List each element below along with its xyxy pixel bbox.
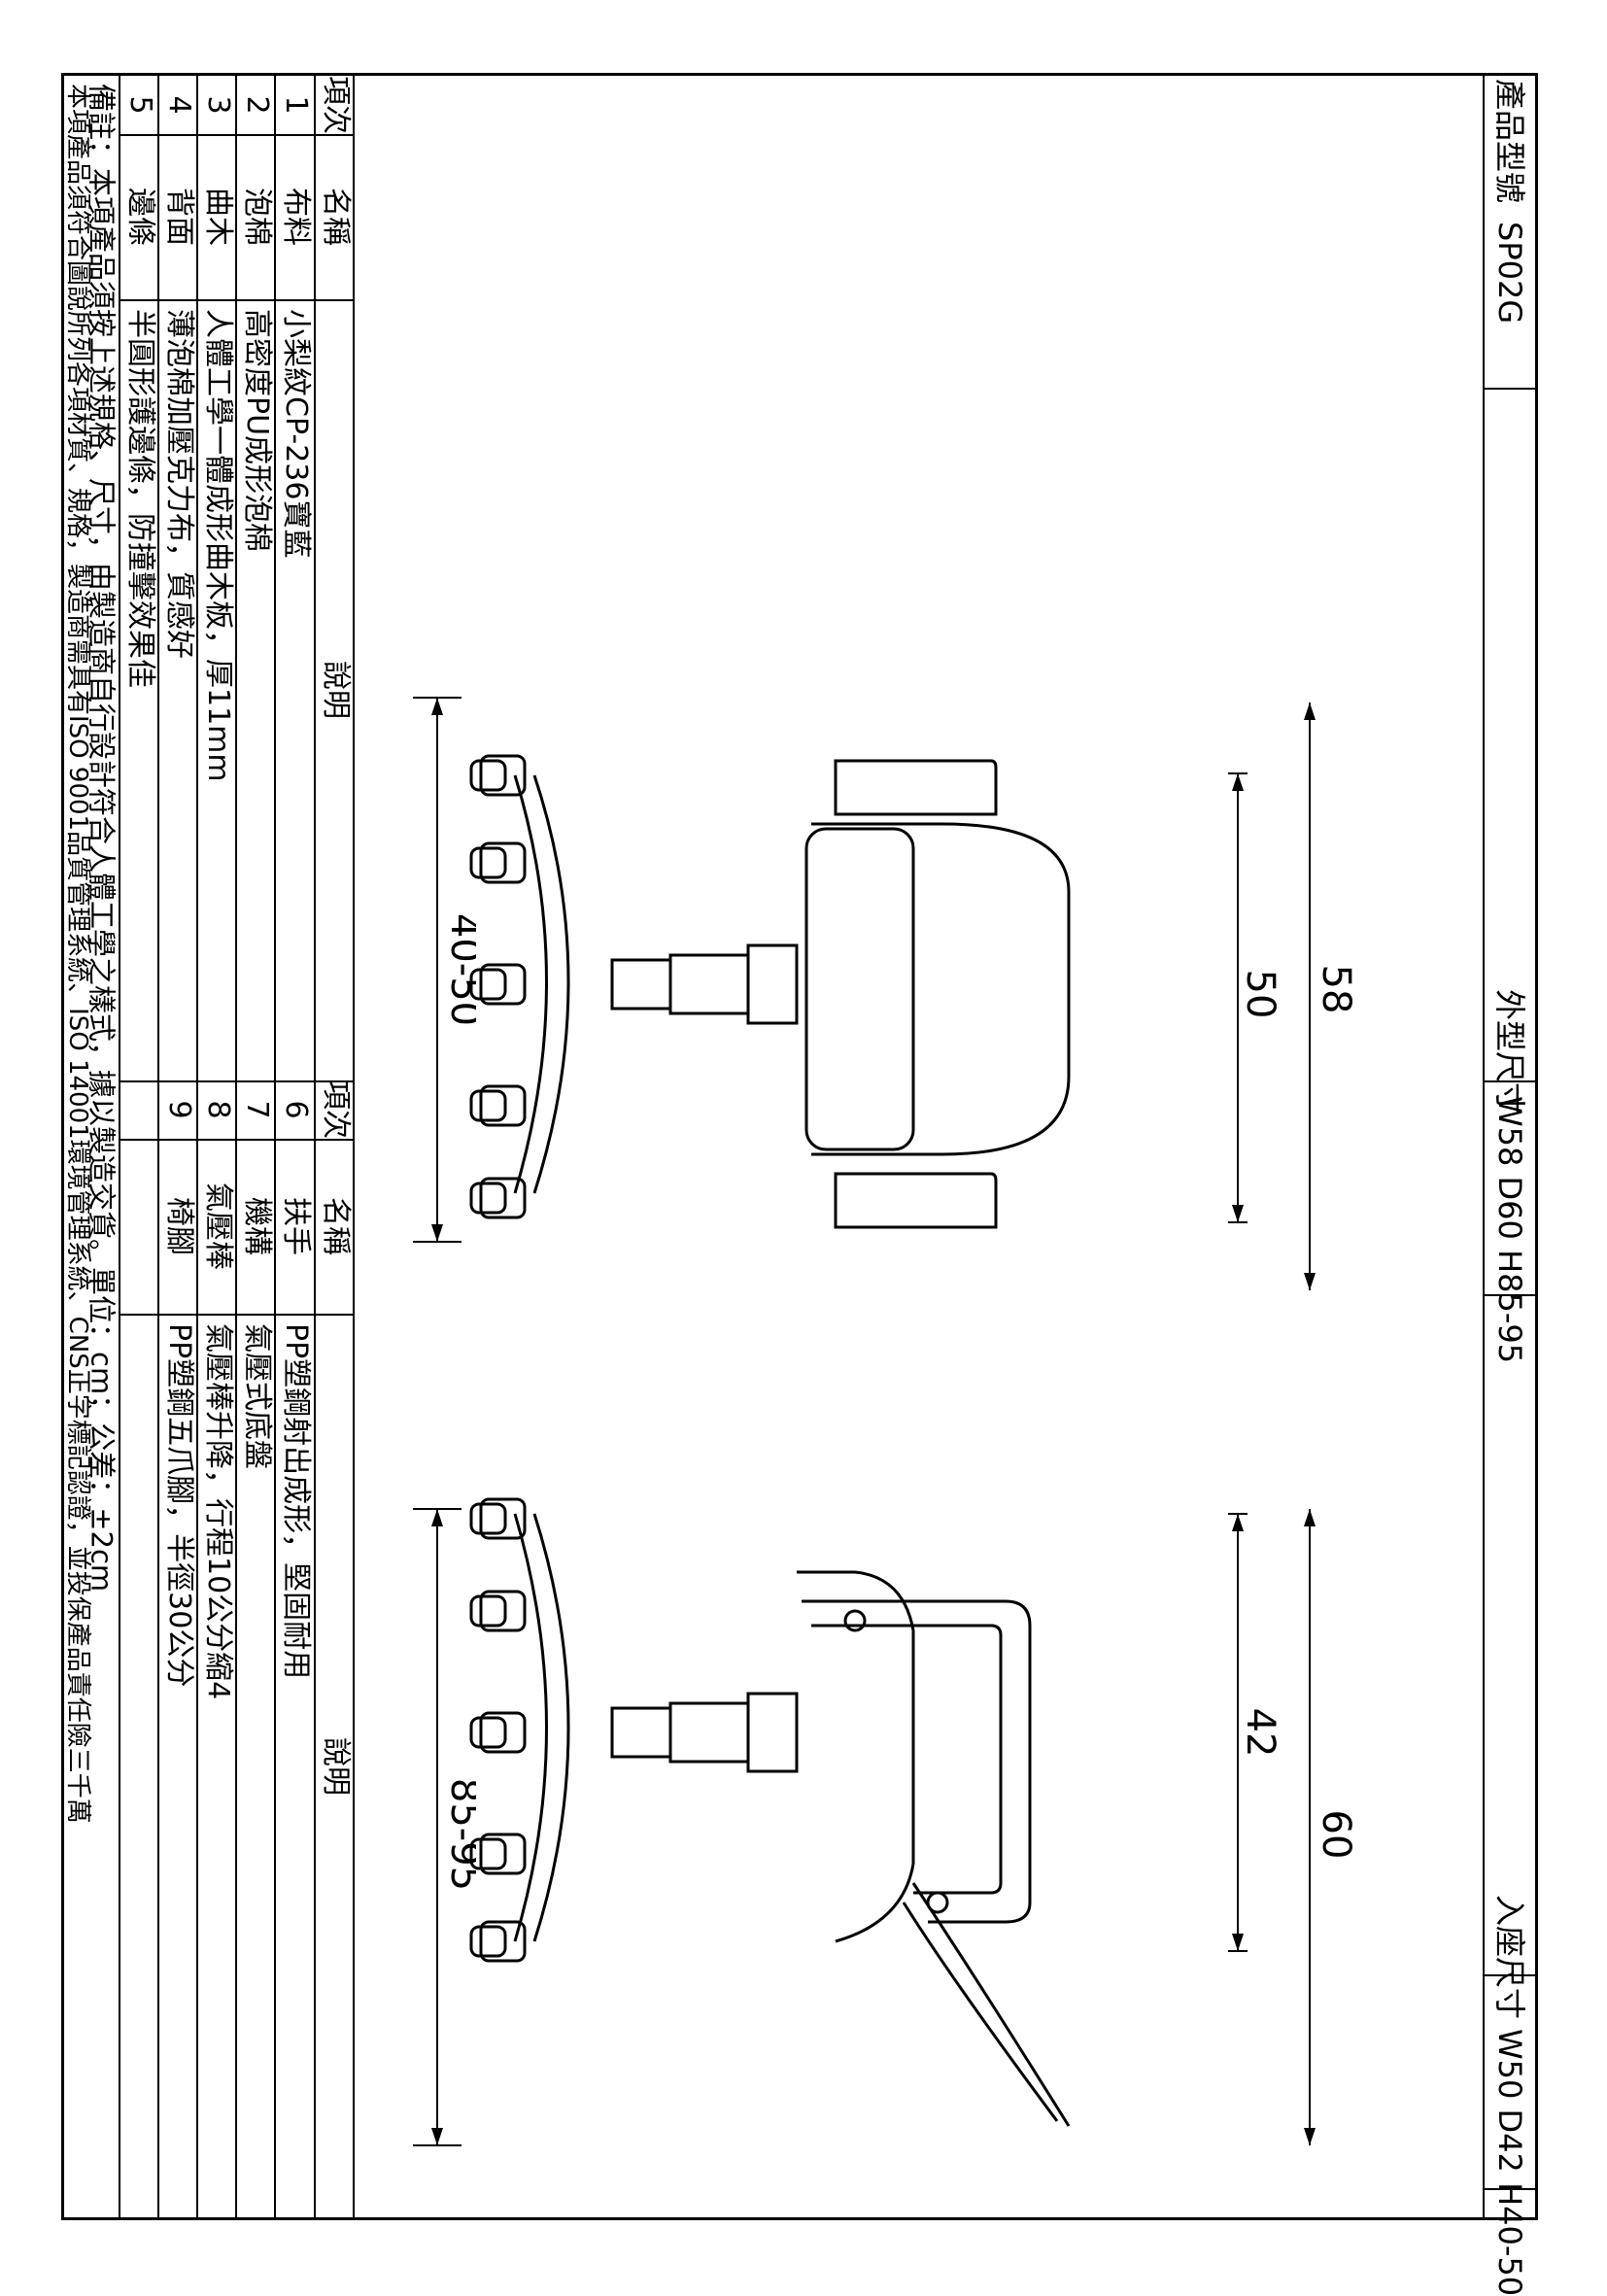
drawing-sheet: 產品型號 SP02G 外型尺寸 W58 D60 H85-95 入座尺寸 W50 … [61,73,1538,2296]
row-no: 1 [279,95,313,115]
row-name: 邊條 [123,188,157,246]
row-name: 背面 [162,188,196,246]
front-seat-dim: 50 [1238,970,1282,1019]
front-base [469,754,799,1219]
row-no: 6 [279,1100,313,1119]
side-depth-dim: 60 [1314,1810,1358,1860]
model-label: 產品型號 [1491,78,1528,204]
table-col-line [120,299,355,301]
seat-size-label: 入座尺寸 [1491,1894,1528,2020]
outer-size-label: 外型尺寸 [1491,988,1528,1114]
th-desc-right: 說明 [319,1737,353,1796]
row-desc: 小梨紋CP-236寶藍 [279,309,313,559]
th-name: 名稱 [319,188,353,246]
row-name: 泡棉 [240,188,274,246]
row-desc: 薄泡棉加壓克力布，質感好 [162,309,196,659]
row-no: 4 [162,95,196,115]
th-no: 項次 [319,76,353,134]
row-name: 椅腳 [162,1197,196,1255]
front-casters [469,754,527,1219]
table-row-line [196,76,198,2217]
row-no: 5 [123,95,157,115]
row-no: 3 [201,95,235,115]
table-col-line [120,1314,355,1316]
row-no: 7 [240,1100,274,1119]
notes-line-2: 本項產品須符合圖說所列各項材質、規格，製造商需具有ISO 9001品質管理系統、… [63,84,92,1824]
row-desc: PP塑鋼射出成形，堅固耐用 [279,1323,313,1680]
table-row-line [157,76,159,2217]
row-no: 2 [240,95,274,115]
front-height-dim: 40-50 [442,913,476,1026]
row-desc: 氣壓式底盤 [240,1323,274,1469]
table-top-line [353,76,355,2217]
header-sep [1485,388,1535,390]
seat-size-value: W50 D42 H40-50 [1491,2029,1528,2296]
table-row-line [274,76,276,2217]
notes-line [119,76,120,2217]
row-no: 8 [201,1100,235,1119]
front-view: 58 50 [804,703,1358,1290]
row-desc: PP塑鋼五爪腳，半徑30公分 [162,1323,196,1688]
row-name: 扶手 [279,1197,313,1255]
chair-bases [469,754,799,1963]
chair-drawings: 58 50 60 42 [797,703,1358,2145]
table-row-line [235,76,237,2217]
table-col-line [120,1139,355,1141]
row-desc: 半圓形護邊條，防撞擊效果佳 [123,309,157,688]
height-dims: 40-50 85-95 [413,697,476,2146]
model-value: SP02G [1491,222,1528,325]
th-desc: 說明 [319,661,353,719]
outer-size-value: W58 D60 H85-95 [1491,1096,1528,1364]
row-desc: 人體工學一體成形曲木板，厚11mm [201,309,235,782]
row-name: 氣壓棒 [201,1182,235,1270]
row-name: 布料 [279,188,313,246]
row-no: 9 [162,1100,196,1119]
front-width-dim: 58 [1314,965,1358,1014]
table-col-line [120,134,355,136]
th-no-right: 項次 [319,1080,353,1139]
side-height-dim: 85-95 [442,1778,476,1891]
side-view: 60 42 [797,1509,1358,2145]
side-base [469,1497,799,1963]
row-name: 曲木 [201,188,235,246]
row-name: 機構 [240,1197,274,1255]
side-seat-dim: 42 [1238,1708,1282,1758]
side-casters [469,1497,527,1963]
row-desc: 氣壓棒升降，行程10公分縮4 [201,1323,235,1700]
th-name-right: 名稱 [319,1197,353,1255]
row-desc: 高密度PU成形泡棉 [240,309,274,553]
table-row-line [314,76,316,2217]
